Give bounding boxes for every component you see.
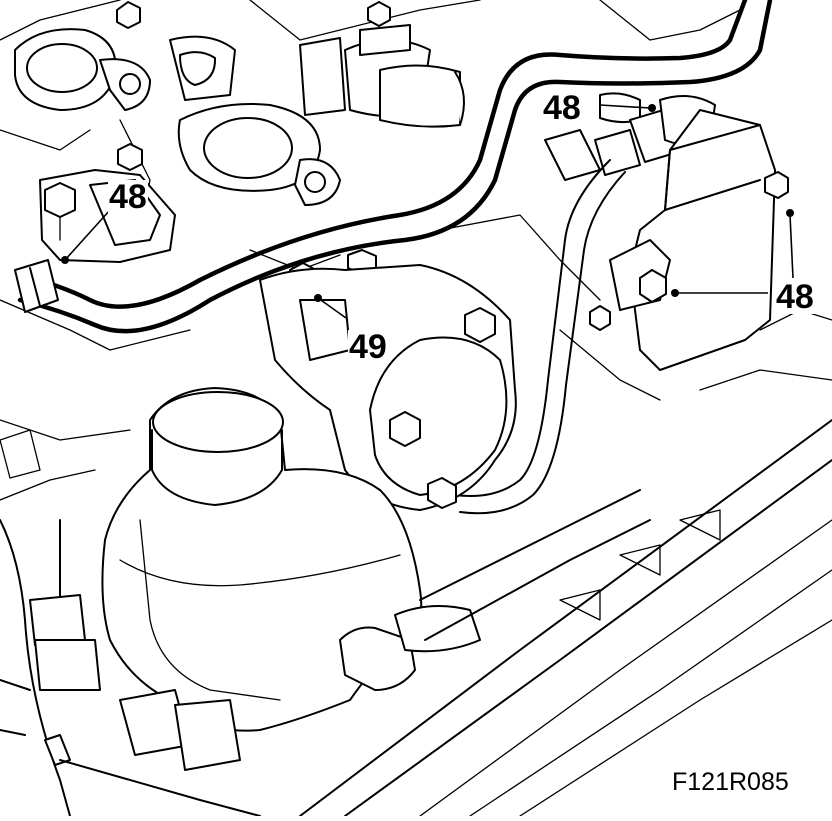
callout-48-top: 48 xyxy=(542,89,582,127)
central-housing xyxy=(259,264,517,511)
callout-48-right: 48 xyxy=(775,278,815,316)
lower-left-connectors xyxy=(0,429,261,817)
callout-49: 49 xyxy=(348,328,388,366)
fuel-line xyxy=(454,159,626,515)
figure-reference-code: F121R085 xyxy=(670,768,791,796)
main-pipe xyxy=(14,0,773,334)
control-module xyxy=(609,109,789,371)
callout-48-left: 48 xyxy=(108,178,148,216)
leader-lines xyxy=(61,104,794,319)
lower-rail xyxy=(299,419,832,817)
cylinder-head-ports xyxy=(14,28,341,206)
lower-nozzle xyxy=(339,489,651,691)
upper-hose-clamp xyxy=(299,24,465,128)
